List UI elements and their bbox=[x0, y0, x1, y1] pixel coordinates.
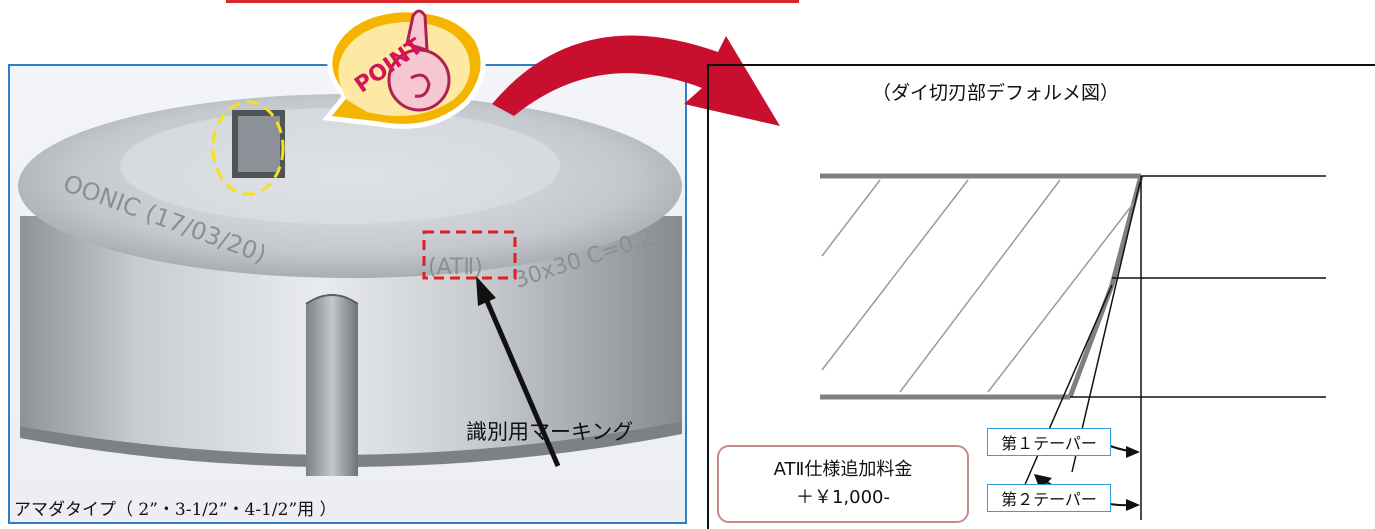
price-box: ATⅡ仕様追加料金 ＋￥1,000- bbox=[717, 445, 969, 523]
price-box-title: ATⅡ仕様追加料金 bbox=[773, 459, 913, 480]
taper2-label: 第２テーパー bbox=[987, 484, 1111, 512]
die-type-caption: アマダタイプ（ 2”・3-1/2”・4-1/2”用 ） bbox=[14, 500, 337, 520]
marking-arrow bbox=[481, 293, 561, 467]
top-red-rule bbox=[226, 0, 799, 3]
highlight-circle bbox=[211, 100, 285, 196]
die-edge-diagram-panel bbox=[707, 64, 1375, 529]
die-photo: OONIC (17/03/20) (ATⅡ) 30x30 C=0.2 bbox=[18, 94, 682, 476]
diagram-title: （ダイ切刃部デフォルメ図） bbox=[872, 82, 1120, 104]
engraving-code: (ATⅡ) bbox=[428, 255, 483, 280]
point-badge: POINT bbox=[322, 7, 486, 129]
die-photo-panel: OONIC (17/03/20) (ATⅡ) 30x30 C=0.2 アマダタイ… bbox=[8, 64, 687, 524]
price-box-amount: ＋￥1,000- bbox=[795, 487, 891, 508]
marking-label: 識別用マーキング bbox=[466, 420, 634, 444]
marking-highlight-box bbox=[422, 230, 517, 280]
finger-icon bbox=[387, 48, 451, 112]
taper1-label: 第１テーパー bbox=[987, 428, 1111, 456]
marking-arrowhead bbox=[476, 276, 496, 306]
